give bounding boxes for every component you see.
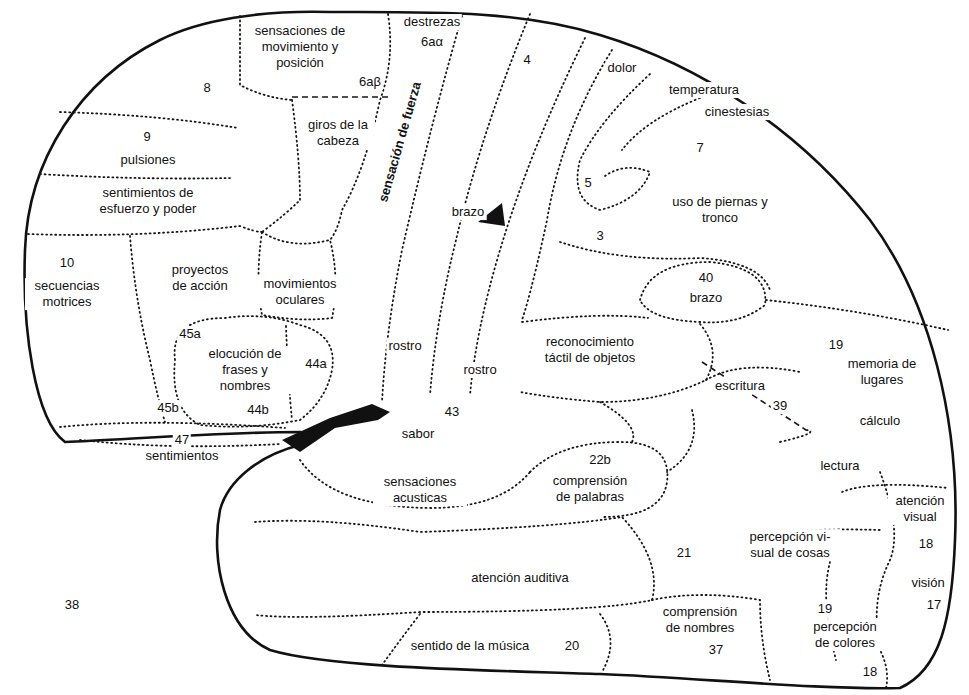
function-label: lectura [818,458,861,474]
area-border [530,442,667,517]
function-label: secuencias motrices [25,278,109,310]
function-label: brazo [450,204,487,220]
area-border [702,362,806,430]
area-border [28,226,262,235]
area-border [262,100,300,232]
function-label: sensaciones acusticas [373,474,467,506]
area-number: 6aα [419,34,445,50]
area-border [600,614,611,672]
function-label: memoria de lugares [838,356,927,388]
function-label: temperatura [667,82,741,98]
area-number: 19 [816,601,834,617]
area-number: 44a [303,356,329,372]
area-number: 3 [594,228,605,244]
area-border [578,74,651,210]
function-label: percepción de colores [803,619,887,651]
area-border [255,517,654,617]
area-number: 20 [563,638,581,654]
area-number: 5 [582,175,593,191]
area-border [300,460,530,508]
area-border [130,236,165,422]
area-border [766,300,948,330]
function-label: rostro [386,338,423,354]
area-border [292,96,388,98]
function-label: atención visual [888,493,952,525]
area-number: 21 [675,545,693,561]
function-label: elocución de frases y nombres [196,346,295,394]
area-number: 43 [443,404,461,420]
area-border [520,324,713,402]
function-label: rostro [461,362,498,378]
area-number: 8 [201,80,212,96]
area-number: 38 [63,597,81,613]
function-label: escritura [713,378,767,394]
area-number: 37 [707,642,725,658]
area-border [560,242,770,290]
area-number: 18 [861,664,879,680]
area-number: 44b [245,402,271,418]
area-number: 9 [141,129,152,145]
function-label: giros de la cabeza [301,117,375,149]
sylvian-fissure [282,404,390,452]
area-border [667,410,694,472]
brain-outline [25,12,956,688]
area-border [842,485,948,492]
function-label: proyectos de acción [163,262,237,294]
area-number: 19 [827,337,845,353]
area-border [40,174,232,179]
area-border [652,595,770,680]
function-label: sentimientos [144,448,221,464]
function-label: reconocimiento táctil de objetos [531,334,650,366]
area-borders [28,14,948,688]
function-label: cinestesias [703,104,771,120]
area-number: 17 [925,597,943,613]
function-label: comprensión de nombres [656,604,745,636]
function-label: sensaciones de movimiento y posición [246,23,355,71]
function-label: sentido de la música [409,638,532,654]
area-border [522,316,648,322]
area-border [522,50,612,320]
function-label: destrezas [402,14,462,30]
function-label: sabor [400,426,437,442]
function-label: atención auditiva [469,570,571,586]
area-number: 40 [697,270,715,286]
area-number: 45a [177,326,203,342]
area-number: 7 [694,140,705,156]
function-label: movimientos oculares [256,276,345,308]
area-number: 47 [173,432,191,448]
function-label: cálculo [858,413,902,429]
area-number: 45b [155,400,181,416]
area-number: 4 [521,52,532,68]
function-label: sentimientos de esfuerzo y poder [86,185,210,217]
area-number: 18 [917,536,935,552]
function-label: percepción vi- sual de cosas [738,529,842,561]
area-border [622,98,700,150]
area-border [640,262,765,322]
function-label: brazo [688,290,725,306]
area-border [600,402,633,442]
area-border [60,423,285,428]
area-number: 10 [58,255,76,271]
area-border [60,112,238,128]
area-border [780,430,810,442]
function-label: pulsiones [119,152,178,168]
area-number: 6aβ [357,74,383,90]
function-label: visión [909,575,946,591]
function-label: comprensión de palabras [546,473,635,505]
function-label: dolor [606,60,639,76]
function-label: uso de piernas y tronco [653,194,787,226]
area-border [174,316,333,427]
area-number: 22b [587,452,613,468]
area-number: 39 [771,398,789,414]
